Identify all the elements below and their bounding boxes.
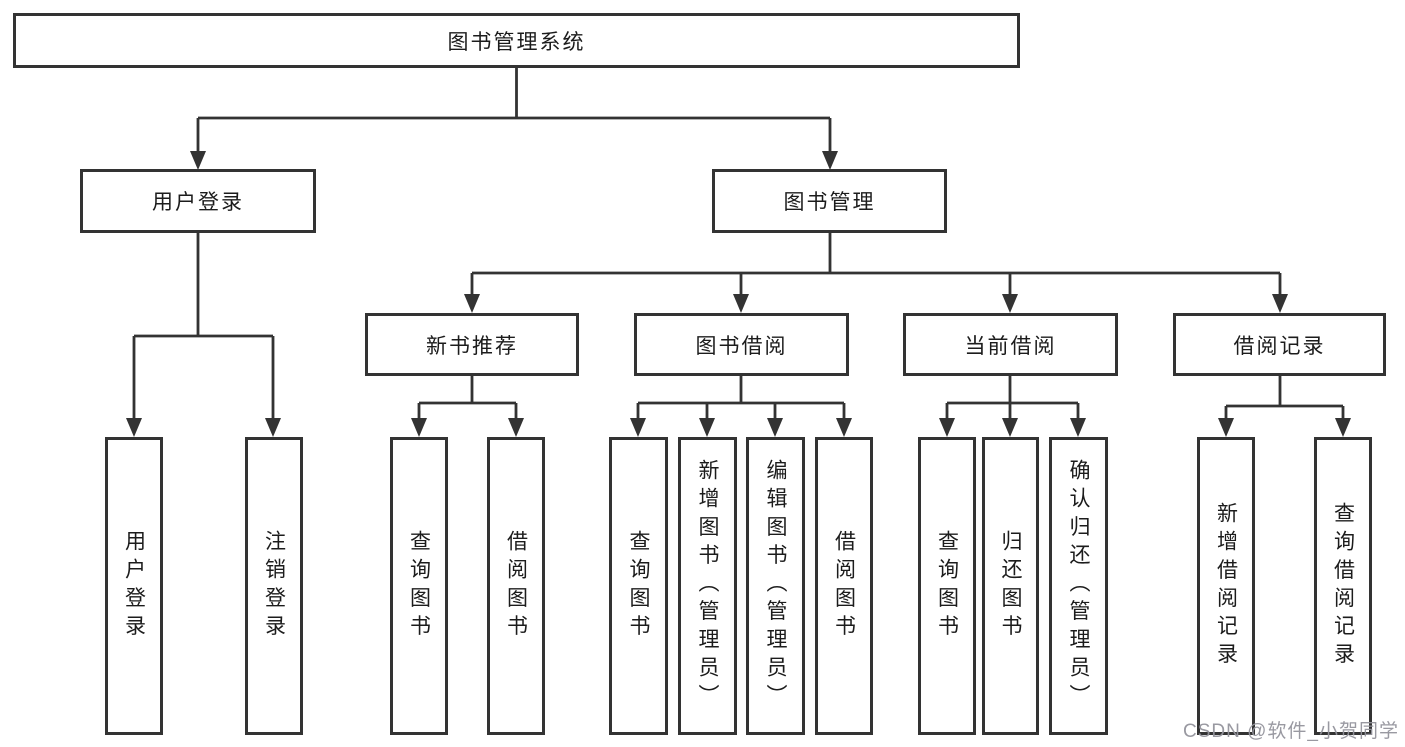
leaf-bb-borrow-book-label: 借阅图书 [832, 529, 856, 643]
csdn-watermark: CSDN @软件_小贺同学 [1183, 721, 1399, 742]
node-new-book-recommend-label: 新书推荐 [426, 334, 518, 358]
node-current-borrow-label: 当前借阅 [964, 334, 1057, 358]
node-book-borrow-label: 图书借阅 [695, 334, 788, 358]
leaf-cb-return-book-label: 归还图书 [999, 529, 1022, 643]
node-user-login-label: 用户登录 [152, 191, 244, 214]
leaf-cb-confirm-return-label: 确认归还（管理员） [1067, 459, 1090, 713]
leaf-br-add-record-label: 新增借阅记录 [1214, 501, 1238, 671]
leaf-br-add-record: 新增借阅记录 [1197, 437, 1255, 735]
leaf-bb-query-book: 查询图书 [609, 437, 668, 735]
leaf-bb-add-book-label: 新增图书（管理员） [696, 459, 719, 713]
node-book-borrow: 图书借阅 [634, 313, 849, 376]
leaf-br-query-record: 查询借阅记录 [1314, 437, 1372, 735]
leaf-logout-label: 注销登录 [262, 529, 286, 643]
leaf-bb-edit-book-label: 编辑图书（管理员） [764, 459, 787, 713]
leaf-user-login: 用户登录 [105, 437, 163, 735]
leaf-bb-add-book: 新增图书（管理员） [678, 437, 737, 735]
leaf-nb-query-book: 查询图书 [390, 437, 448, 735]
leaf-cb-query-book: 查询图书 [918, 437, 976, 735]
tree-edges [132, 68, 1345, 420]
leaf-bb-query-book-label: 查询图书 [627, 529, 650, 643]
node-root-label: 图书管理系统 [447, 30, 586, 54]
node-borrow-record: 借阅记录 [1173, 313, 1386, 376]
leaf-bb-borrow-book: 借阅图书 [815, 437, 873, 735]
node-book-management: 图书管理 [712, 169, 947, 233]
leaf-cb-return-book: 归还图书 [982, 437, 1039, 735]
leaf-logout: 注销登录 [245, 437, 303, 735]
node-user-login: 用户登录 [80, 169, 316, 233]
node-borrow-record-label: 借阅记录 [1233, 334, 1326, 358]
leaf-cb-confirm-return: 确认归还（管理员） [1049, 437, 1108, 735]
node-current-borrow: 当前借阅 [903, 313, 1118, 376]
node-root: 图书管理系统 [13, 13, 1020, 68]
leaf-cb-query-book-label: 查询图书 [935, 529, 959, 643]
leaf-nb-borrow-book-label: 借阅图书 [504, 529, 528, 643]
arrowhead-markers [126, 151, 1351, 437]
node-book-management-label: 图书管理 [783, 191, 876, 214]
node-new-book-recommend: 新书推荐 [365, 313, 579, 376]
leaf-nb-query-book-label: 查询图书 [407, 529, 431, 643]
leaf-nb-borrow-book: 借阅图书 [487, 437, 545, 735]
leaf-user-login-label: 用户登录 [122, 529, 146, 643]
leaf-bb-edit-book: 编辑图书（管理员） [746, 437, 805, 735]
leaf-br-query-record-label: 查询借阅记录 [1331, 501, 1355, 671]
